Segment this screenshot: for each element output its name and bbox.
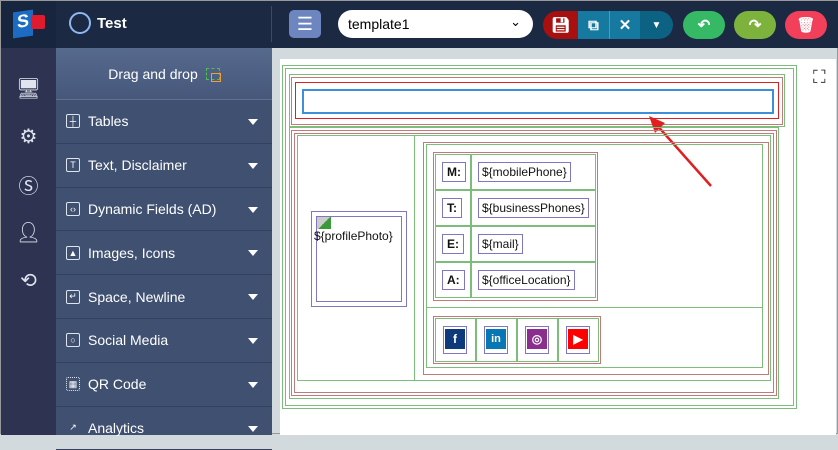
- skype-icon[interactable]: Ⓢ: [18, 175, 39, 198]
- caret-down-icon: [248, 250, 258, 257]
- chevron-down-icon: ⌄: [510, 14, 521, 29]
- caret-down-icon: [248, 119, 258, 125]
- history-icon[interactable]: ⟲: [20, 269, 37, 292]
- youtube-icon[interactable]: ▶: [568, 329, 588, 349]
- user-name: Test: [97, 15, 127, 32]
- icon-bar: 🖥︎ ⚙︎ Ⓢ 👤︎ ⟲: [1, 48, 56, 435]
- sidebar-item-qr[interactable]: ▦ QR Code: [56, 363, 272, 407]
- sidebar-item-social[interactable]: ○ Social Media: [56, 319, 272, 363]
- contact-table: [433, 152, 598, 301]
- sidebar-item-tables[interactable]: ┼ Tables: [56, 100, 272, 144]
- fullscreen-icon[interactable]: ⛶: [813, 67, 826, 87]
- caret-down-icon: [248, 425, 258, 432]
- instagram-icon[interactable]: ◎: [527, 329, 547, 349]
- copy-icon: ⧉: [588, 16, 599, 34]
- linkedin-letters: in: [491, 333, 501, 345]
- contact-value[interactable]: ${mobilePhone}: [478, 162, 571, 182]
- contact-label-cell: [435, 190, 471, 226]
- code-icon: ‹›: [66, 201, 80, 216]
- linkedin-icon[interactable]: in: [486, 329, 506, 349]
- contact-label[interactable]: M:: [442, 162, 466, 182]
- sidebar-item-label: Text, Disclaimer: [88, 157, 187, 174]
- menu-button[interactable]: ☰: [289, 10, 321, 38]
- contact-value[interactable]: ${officeLocation}: [478, 270, 575, 290]
- sidebar-item-dynamic-fields[interactable]: ‹› Dynamic Fields (AD): [56, 188, 272, 232]
- delete-button[interactable]: 🗑︎: [785, 11, 827, 39]
- contact-label[interactable]: A:: [442, 270, 465, 290]
- contact-value-cell: [471, 262, 596, 298]
- content-row: [297, 135, 771, 381]
- app-logo[interactable]: S: [1, 1, 56, 48]
- undo-button[interactable]: ↶: [683, 11, 725, 39]
- caret-down-icon: [248, 337, 258, 344]
- facebook-letter: f: [453, 332, 457, 346]
- instagram-icon: ○: [66, 333, 80, 348]
- contact-value[interactable]: ${mail}: [478, 234, 523, 254]
- contact-value-cell: [471, 190, 596, 226]
- copy-button[interactable]: ⧉: [578, 11, 609, 39]
- caret-down-icon: [248, 294, 258, 301]
- undo-icon: ↶: [697, 17, 711, 34]
- drag-drop-icon: [205, 67, 221, 82]
- contact-label-cell: [435, 262, 471, 298]
- photo-placeholder-text: ${profilePhoto}: [314, 229, 393, 243]
- close-button[interactable]: ✕: [609, 11, 640, 39]
- newline-icon: ↵: [66, 289, 80, 304]
- editor-canvas[interactable]: [280, 59, 836, 435]
- table-icon: ┼: [66, 114, 80, 129]
- profile-photo-cell[interactable]: [311, 211, 407, 307]
- redo-button[interactable]: ↷: [734, 11, 776, 39]
- sidebar-item-label: Dynamic Fields (AD): [88, 200, 217, 217]
- text-icon: T: [66, 158, 80, 173]
- contact-label-cell: [435, 154, 471, 190]
- sidebar-item-space[interactable]: ↵ Space, Newline: [56, 275, 272, 319]
- gear-icon[interactable]: ⚙︎: [19, 125, 38, 148]
- contact-label-cell: [435, 226, 471, 262]
- trash-icon: 🗑︎: [796, 17, 816, 34]
- sidebar-item-label: Social Media: [88, 332, 169, 349]
- caret-down-icon: [248, 381, 258, 388]
- redo-icon: ↷: [748, 17, 762, 34]
- caret-down-icon: [248, 206, 258, 213]
- sidebar-header: Drag and drop: [56, 48, 272, 100]
- image-icon: ▲: [66, 245, 80, 260]
- save-icon: 💾︎: [550, 17, 571, 34]
- close-icon: ✕: [618, 17, 632, 34]
- template-select[interactable]: template1 ⌄: [338, 10, 533, 38]
- qr-icon: ▦: [66, 377, 80, 392]
- lock-icon: [31, 15, 45, 29]
- desktop-icon[interactable]: 🖥︎: [15, 77, 42, 100]
- user-icon[interactable]: 👤︎: [15, 221, 42, 244]
- more-dropdown-button[interactable]: ▼: [640, 11, 673, 39]
- save-button[interactable]: 💾︎: [543, 11, 578, 39]
- social-table: [433, 316, 601, 364]
- sidebar-item-analytics[interactable]: ↗ Analytics: [56, 407, 272, 450]
- facebook-icon[interactable]: f: [445, 329, 465, 349]
- chart-icon: ↗: [69, 422, 77, 433]
- sidebar-item-label: QR Code: [88, 376, 147, 393]
- caret-down-icon: ▼: [651, 19, 662, 31]
- template-name: template1: [348, 16, 410, 32]
- profile-photo: ${profilePhoto}: [314, 216, 402, 302]
- user-avatar-icon[interactable]: [69, 12, 91, 34]
- sidebar-title: Drag and drop: [108, 65, 198, 82]
- contact-label[interactable]: E:: [442, 234, 464, 254]
- sidebar-item-label: Analytics: [88, 419, 145, 436]
- selected-cell[interactable]: [302, 89, 774, 114]
- contact-value-cell: [471, 226, 596, 262]
- outer-table[interactable]: [282, 65, 797, 409]
- sidebar-item-label: Tables: [88, 113, 129, 130]
- sidebar-item-text[interactable]: T Text, Disclaimer: [56, 144, 272, 188]
- contact-label[interactable]: T:: [442, 198, 462, 218]
- contact-value-cell: [471, 154, 596, 190]
- sidebar-item-images[interactable]: ▲ Images, Icons: [56, 231, 272, 276]
- sidebar-item-label: Space, Newline: [88, 288, 186, 305]
- broken-image-icon: [317, 217, 331, 229]
- contact-value[interactable]: ${businessPhones}: [478, 198, 589, 218]
- caret-down-icon: [248, 162, 258, 169]
- sidebar-item-label: Images, Icons: [88, 244, 176, 261]
